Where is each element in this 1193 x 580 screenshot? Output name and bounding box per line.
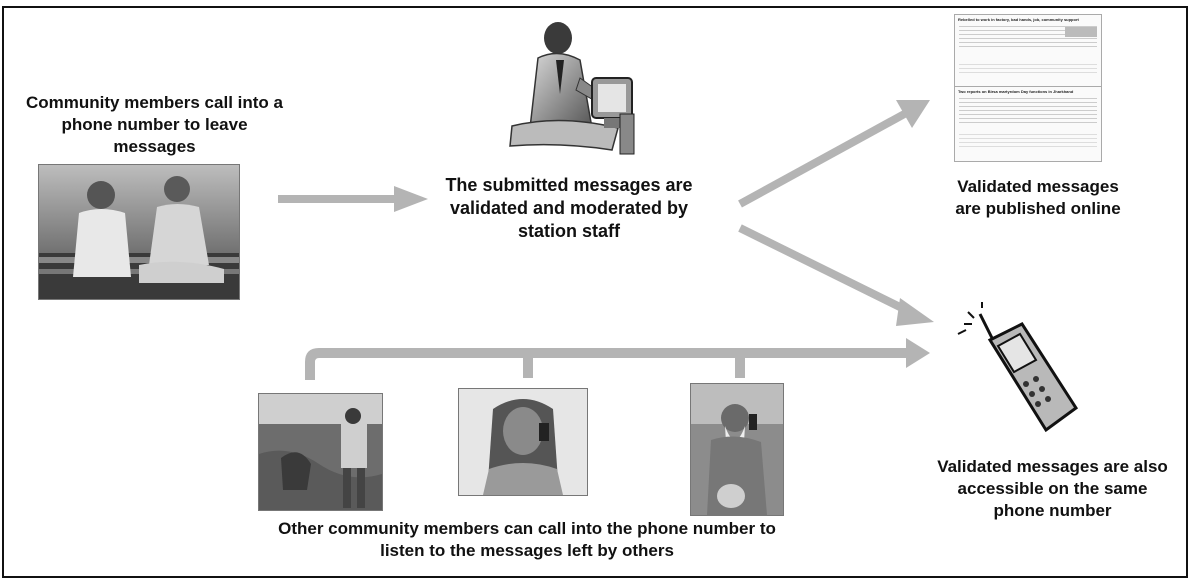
staff-at-computer-icon [500,18,640,166]
listeners-caption: Other community members can call into th… [278,519,776,560]
source-caption: Community members call into a phone numb… [26,93,283,156]
post-title: Two reports on Birsa martyrdom Day funct… [958,89,1074,94]
published-caption: Validated messages are published online [955,177,1121,218]
photo-listener-elder [690,383,784,516]
published-webpage-thumbnail: Rebelled to work in factory, bad hands, … [954,14,1102,162]
photo-listener-field [258,393,383,511]
arrow-to-published [738,100,930,208]
arrow-to-moderation [278,186,428,212]
post-title: Rebelled to work in factory, bad hands, … [958,17,1079,22]
mobile-phone-icon [950,300,1090,440]
photo-listener-woman [458,388,588,496]
diagram-frame [2,6,1188,578]
arrow-listeners-to-phone [305,338,930,380]
moderation-caption: The submitted messages are validated and… [445,175,693,241]
photo-callers-on-phone [38,164,240,300]
phone-caption: Validated messages are also accessible o… [937,457,1168,520]
arrow-to-phone [738,224,934,326]
